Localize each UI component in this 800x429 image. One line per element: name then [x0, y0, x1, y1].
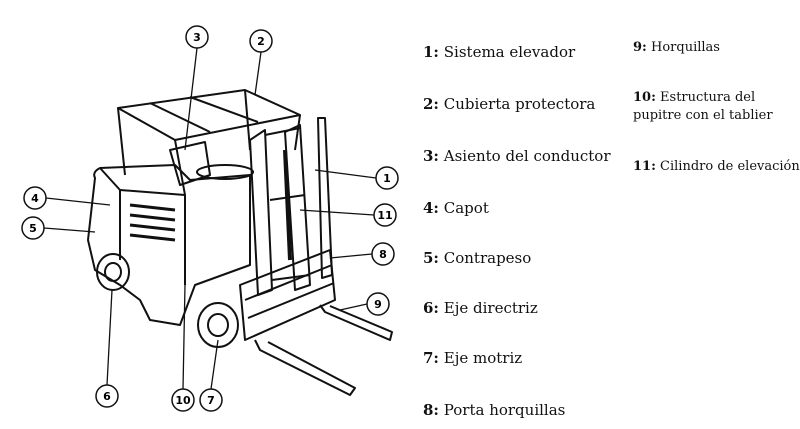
svg-text:10: 10 [175, 394, 191, 407]
svg-text:11: 11 [377, 209, 392, 222]
legend-item-11: 11: Cilindro de elevación [633, 159, 800, 174]
fork-carriage [239, 249, 336, 341]
legend-item-10: 10: Estructura del pupitre con el tablie… [633, 90, 773, 123]
front-wheel [197, 302, 239, 348]
svg-text:2: 2 [257, 35, 265, 48]
svg-text:5: 5 [29, 222, 37, 235]
legend-item-2: 2: Cubierta protectora [423, 95, 596, 113]
legend-item-8: 8: Porta horquillas [423, 401, 566, 419]
callout-4: 4 [23, 186, 47, 210]
callout-6: 6 [95, 384, 119, 408]
callout-5: 5 [21, 216, 45, 240]
callout-9: 9 [366, 292, 390, 316]
forks [254, 304, 393, 396]
legend-item-9: 9: Horquillas [633, 40, 720, 55]
svg-text:3: 3 [193, 31, 201, 44]
legend-item-3: 3: Asiento del conductor [423, 147, 611, 165]
callout-1: 1 [375, 166, 399, 190]
callout-2: 2 [249, 29, 273, 53]
svg-text:7: 7 [207, 394, 215, 407]
svg-text:6: 6 [103, 390, 111, 403]
callout-3: 3 [185, 25, 209, 49]
legend-item-6: 6: Eje directriz [423, 299, 538, 317]
driver-seat [169, 141, 211, 186]
callout-10: 10 [171, 388, 195, 412]
callout-11: 11 [373, 203, 397, 227]
legend-item-1: 1: Sistema elevador [423, 43, 576, 61]
legend-item-7: 7: Eje motriz [423, 349, 523, 367]
legend-item-4: 4: Capot [423, 199, 489, 217]
callout-7: 7 [199, 388, 223, 412]
svg-text:8: 8 [379, 248, 387, 261]
svg-text:9: 9 [374, 298, 382, 311]
legend-item-5: 5: Contrapeso [423, 249, 532, 267]
rear-wheel [96, 253, 130, 291]
svg-text:1: 1 [383, 172, 391, 185]
svg-text:4: 4 [31, 192, 39, 205]
callout-markers: 1 2 3 4 5 6 7 8 9 10 11 [21, 25, 399, 412]
mast [249, 117, 333, 296]
forklift-body [87, 164, 251, 326]
callout-8: 8 [371, 242, 395, 266]
